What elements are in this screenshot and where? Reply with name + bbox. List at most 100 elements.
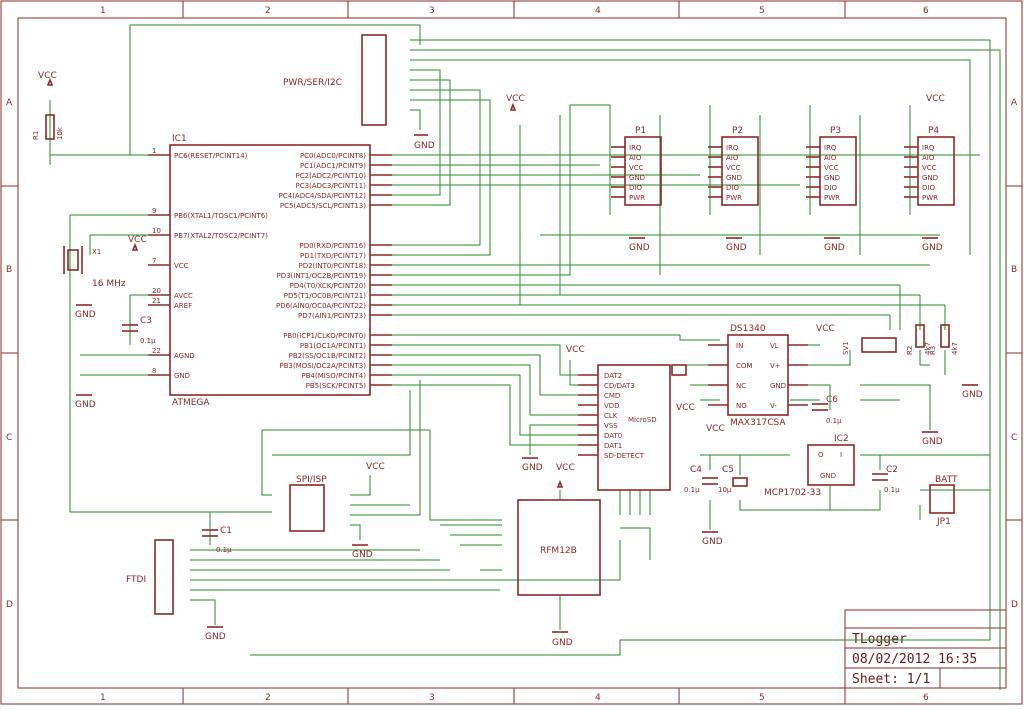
port-gnd-label: GND: [922, 243, 943, 253]
rfm12b-gnd-label: GND: [552, 638, 573, 648]
r2-name: R2: [906, 346, 914, 355]
ic2-pin-i: I: [840, 451, 842, 459]
sv1-header: SV1: [842, 337, 897, 355]
pwr-header-vcc-label: VCC: [506, 94, 525, 104]
c3-name: C3: [140, 316, 152, 326]
c5-name: C5: [722, 465, 734, 475]
microsd-name: MicroSD: [628, 416, 657, 424]
col-label-2-bottom: 2: [265, 693, 271, 703]
microsd-gnd-label: GND: [522, 463, 543, 473]
port-pin-label: VCC: [726, 164, 741, 172]
ds1340-pin-label: GND: [770, 382, 786, 390]
ic1-pin-number: 1: [152, 147, 156, 155]
ic1-pin-name: PC1(ADC1/PCINT9): [300, 162, 366, 170]
rfm12b-label: RFM12B: [540, 546, 577, 556]
c5-value: 10µ: [718, 486, 732, 494]
row-label-d-right: D: [1011, 600, 1018, 610]
r3-gnd-label: GND: [962, 390, 983, 400]
port-pin-label: PWR: [824, 194, 840, 202]
port-pin-label: PWR: [726, 194, 742, 202]
col-label-3: 3: [429, 6, 435, 16]
col-label-4-bottom: 4: [595, 693, 601, 703]
spi-vcc-label: VCC: [366, 462, 385, 472]
microsd-pin-label: SD-DETECT: [604, 452, 645, 460]
port-pin-label: VCC: [824, 164, 839, 172]
jeenode-ports: P1IRQAIOVCCGNDDIOPWRGNDP2IRQAIOVCCGNDDIO…: [611, 94, 955, 253]
c3-value: 0.1µ: [140, 337, 156, 345]
ic1-pin-number: 10: [152, 227, 161, 235]
ic1-pin-number: 22: [152, 347, 161, 355]
ds1340-pin-label: V+: [770, 362, 781, 370]
row-label-b: B: [6, 265, 12, 275]
gnd-label-ic1: GND: [75, 400, 96, 410]
date-text: 08/02/2012 16:35: [852, 652, 977, 667]
spi-isp-header: SPI/ISP VCC GND: [289, 462, 385, 560]
row-label-c: C: [6, 433, 12, 443]
gnd-symbols-left: GND GND: [75, 304, 96, 410]
ic1-pin-name: PD2(INT0/PCINT18): [298, 262, 366, 270]
ds1340-pin-label: V-: [770, 402, 777, 410]
c1-capacitor: C1 0.1µ: [202, 526, 232, 554]
col-label-3-bottom: 3: [429, 693, 435, 703]
ic1-pin-name: PD4(T0/XCK/PCINT20): [290, 282, 367, 290]
ic1-pin-name: PB7(XTAL2/TOSC2/PCINT7): [174, 232, 268, 240]
port-pin-label: IRQ: [726, 144, 739, 152]
sv1-label: SV1: [842, 341, 850, 355]
gnd-label-crystal: GND: [75, 310, 96, 320]
ic1-atmega: IC1 ATMEGA 1PC6(RESET/PCINT14)9PB6(XTAL1…: [148, 134, 392, 408]
row-label-a-right: A: [1011, 98, 1018, 108]
ds1340-value: MAX317CSA: [730, 418, 786, 428]
row-label-a: A: [6, 98, 13, 108]
r3-name: R3: [929, 346, 937, 355]
ic1-pin-name: PD5(T1/OC0B/PCINT21): [284, 292, 366, 300]
port-pin-label: DIO: [629, 184, 642, 192]
port-pin-label: VCC: [629, 164, 644, 172]
ftdi-gnd-label: GND: [205, 632, 226, 642]
batt-label: BATT: [935, 475, 958, 485]
ic1-pin-name: PB5(SCK/PCINT5): [306, 382, 367, 390]
ds1340-vcc-label-2: VCC: [676, 403, 695, 413]
pwr-ser-i2c-header: PWR/SER/I2C VCC GND: [283, 34, 525, 151]
vcc-arrow-icon: [46, 77, 54, 86]
port-pin-label: IRQ: [922, 144, 935, 152]
ic1-pin-name: AREF: [174, 302, 192, 310]
c3-capacitor: C3 0.1µ: [122, 316, 156, 345]
port-gnd-label: GND: [824, 243, 845, 253]
ftdi-label: FTDI: [126, 575, 146, 585]
port-pin-label: GND: [726, 174, 742, 182]
c4-name: C4: [690, 465, 702, 475]
ic2-name: IC2: [834, 434, 849, 444]
port-pin-label: PWR: [629, 194, 645, 202]
ic2-value: MCP1702-33: [764, 488, 821, 498]
port-pin-label: IRQ: [824, 144, 837, 152]
microsd-pin-label: CD/DAT3: [604, 382, 635, 390]
spi-gnd-label: GND: [352, 550, 373, 560]
r2-value: 4k7: [924, 342, 932, 355]
port-pin-label: AIO: [922, 154, 935, 162]
rfm12b-vcc-label: VCC: [556, 463, 575, 473]
ic1-pin-name: PD0(RXD/PCINT16): [299, 242, 366, 250]
ic1-pin-number: 20: [152, 287, 161, 295]
ic1-pin-name: PD7(AIN1/PCINT23): [298, 312, 366, 320]
ic1-pin-name: PC4(ADC4/SDA/PCINT12): [279, 192, 367, 200]
port-name: P2: [732, 126, 743, 136]
ic1-vcc-symbol: VCC: [128, 235, 147, 251]
ic1-pin-name: PC0(ADC0/PCINT8): [300, 152, 366, 160]
rfm12b-vcc-arrow-icon: [556, 479, 564, 488]
microsd-pin-label: VDD: [604, 402, 620, 410]
c4-value: 0.1µ: [684, 486, 700, 494]
ic1-pin-number: 8: [152, 367, 156, 375]
r1-resistor: VCC R1 10k: [32, 71, 64, 140]
port-name: P1: [635, 126, 646, 136]
crystal-x1: X1 16 MHz: [63, 246, 126, 289]
ic1-vcc-arrow-icon: [131, 242, 139, 251]
microsd-pin-label: DAT2: [604, 372, 622, 380]
ic2-gnd-label: GND: [702, 537, 723, 547]
ic2-gnd-pin: GND: [820, 472, 836, 480]
port-pin-label: DIO: [922, 184, 935, 192]
